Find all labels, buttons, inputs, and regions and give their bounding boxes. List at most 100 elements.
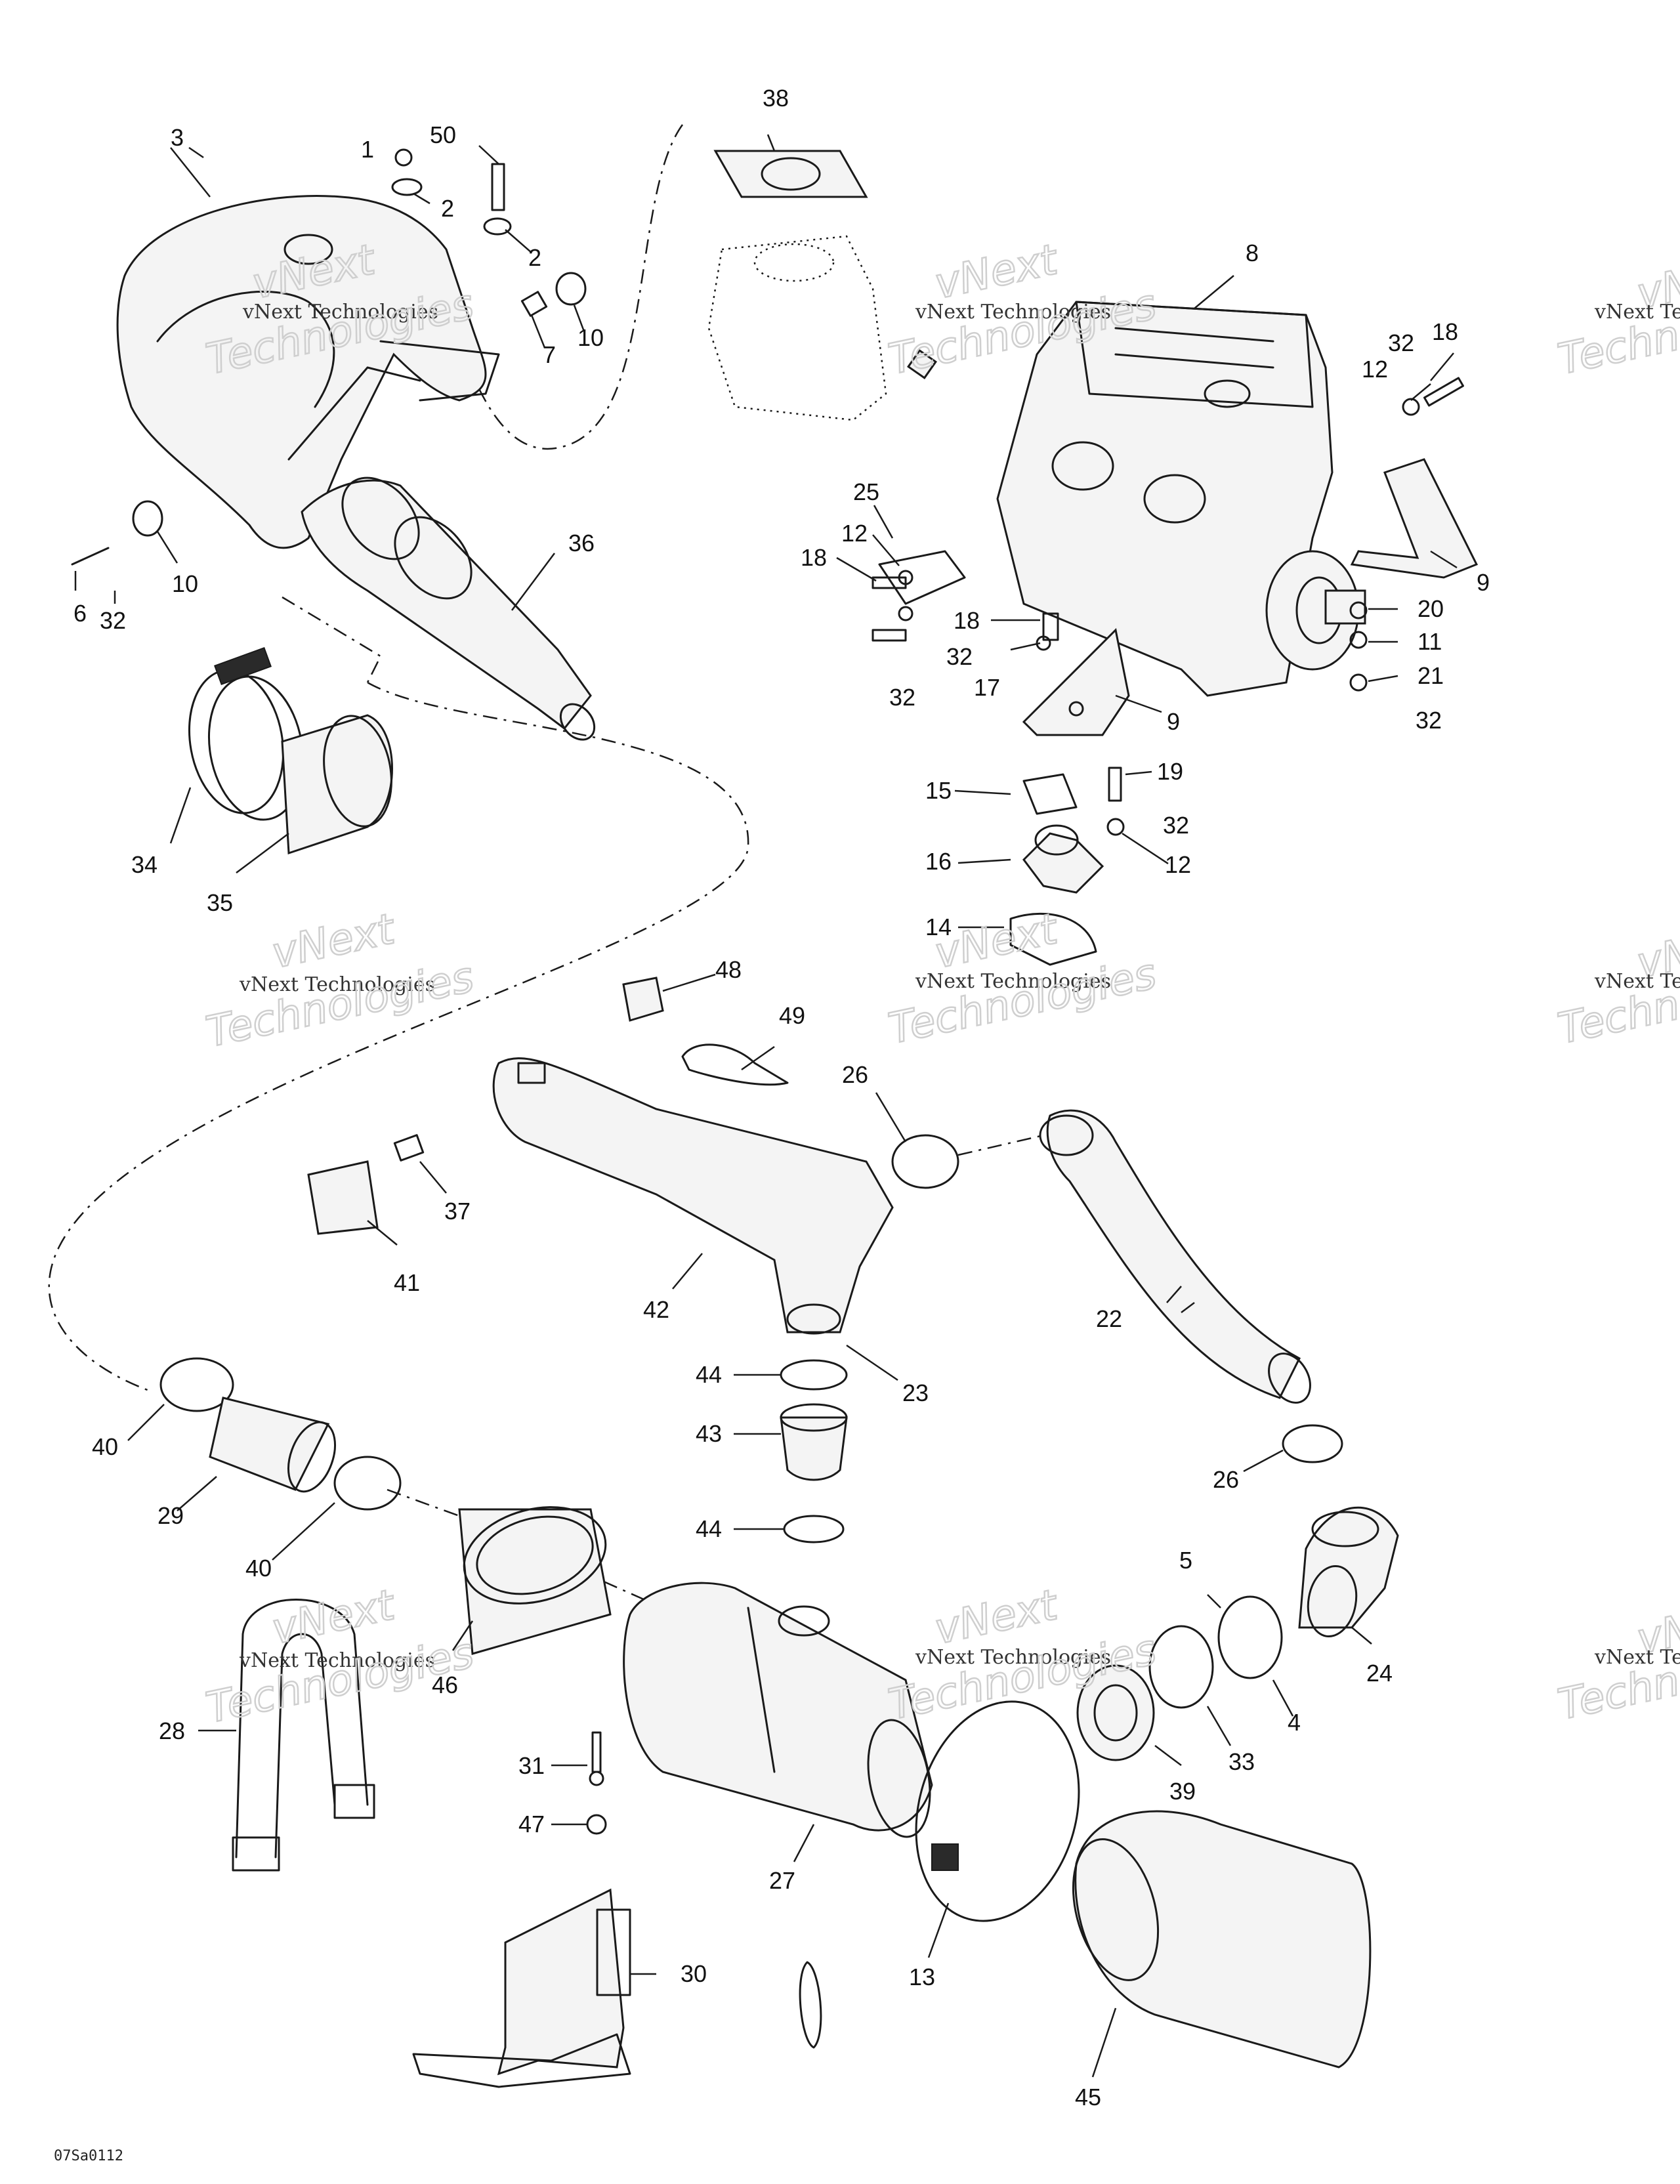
clamp-part-40-upper (159, 1357, 234, 1412)
callout-18a: 18 (1432, 318, 1458, 345)
callout-29: 29 (158, 1502, 184, 1529)
watermark-i-mid: vNext Technologies (1594, 1646, 1680, 1669)
callout-21: 21 (1418, 662, 1444, 689)
watermark-g-mid: vNext Technologies (239, 1649, 435, 1672)
callout-labels: 1 50 2 3 2 7 10 10 6 32 36 34 35 38 8 32… (74, 85, 1490, 2110)
callout-40b: 40 (245, 1555, 272, 1582)
strap-part-13 (915, 1700, 1080, 1922)
sleeve-part-43 (780, 1403, 848, 1481)
callout-39: 39 (1169, 1778, 1196, 1805)
callout-12c: 12 (1165, 851, 1191, 878)
callout-4: 4 (1288, 1709, 1301, 1736)
callout-28: 28 (159, 1717, 185, 1744)
bracket-part-41 (307, 1160, 379, 1235)
callout-32b: 32 (1388, 329, 1414, 356)
callout-6: 6 (74, 600, 87, 627)
routing-line-muffler (387, 1488, 460, 1517)
filter-part-45 (1072, 1810, 1372, 2068)
expansion-cone-part-36 (301, 476, 596, 741)
bracket-part-30 (412, 1888, 631, 2088)
coupler-part-46 (458, 1506, 612, 1655)
routing-line-left (48, 596, 749, 1393)
callout-24: 24 (1366, 1660, 1393, 1687)
elbow-part-24 (1298, 1506, 1399, 1638)
callout-2a: 2 (441, 195, 454, 222)
hose-part-22 (1039, 1109, 1311, 1404)
watermark-b-mid: vNext Technologies (915, 301, 1111, 324)
callout-38: 38 (763, 85, 789, 112)
callout-9a: 9 (1477, 569, 1490, 596)
callout-5: 5 (1179, 1547, 1192, 1574)
callout-20: 20 (1418, 595, 1444, 622)
callout-2b: 2 (528, 244, 541, 271)
callout-7: 7 (543, 341, 556, 368)
clamp-part-26-upper (891, 1134, 959, 1189)
callout-46: 46 (432, 1671, 458, 1698)
callout-23: 23 (902, 1379, 929, 1406)
watermark-h-top: vNext (931, 1581, 1063, 1654)
callout-27: 27 (769, 1867, 795, 1894)
water-pipe-part-42 (492, 1057, 894, 1335)
callout-44a: 44 (696, 1361, 722, 1388)
callout-35: 35 (207, 889, 233, 916)
callout-30: 30 (681, 1960, 707, 1987)
routing-line-inlet (603, 1580, 663, 1609)
exhaust-manifold-dotted (707, 235, 887, 421)
callout-32f: 32 (1163, 812, 1189, 839)
watermark-f-mid: vNext Technologies (1594, 970, 1680, 993)
engine-mount-part-9-rear (1350, 458, 1479, 579)
callout-32d: 32 (946, 643, 973, 670)
sleeve-part-29 (209, 1396, 336, 1493)
callout-26b: 26 (1213, 1466, 1239, 1493)
sleeve-part-35 (281, 714, 393, 855)
figure-id: 07Sa0112 (54, 2148, 123, 2164)
tie-part-bottom (799, 1961, 822, 2049)
clamp-part-44-upper (780, 1359, 848, 1391)
clamp-part-26-lower (1282, 1424, 1343, 1463)
watermark-c-mid: vNext Technologies (1594, 301, 1680, 324)
callout-32a: 32 (100, 607, 126, 634)
exhaust-pipe-part-3 (116, 195, 500, 549)
callout-18c: 18 (954, 607, 980, 634)
callout-9b: 9 (1167, 708, 1180, 735)
clamp-part-40-lower (333, 1456, 402, 1511)
routing-line-hose (957, 1134, 1044, 1156)
watermark-e-mid: vNext Technologies (915, 970, 1111, 993)
watermarks: vNext vNext Technologies Technologies vN… (201, 234, 1680, 1734)
callout-41: 41 (394, 1269, 420, 1296)
callout-48: 48 (715, 956, 742, 983)
callout-18b: 18 (801, 544, 827, 571)
callout-19: 19 (1157, 758, 1183, 785)
callout-26a: 26 (842, 1061, 868, 1088)
callout-10a: 10 (578, 324, 604, 351)
callout-13: 13 (909, 1964, 935, 1990)
callout-32e: 32 (889, 684, 915, 711)
callout-31: 31 (518, 1752, 545, 1779)
callout-33: 33 (1228, 1748, 1255, 1775)
watermark-d-mid: vNext Technologies (239, 973, 435, 996)
muffler-part-27 (623, 1582, 933, 1838)
watermark-h-mid: vNext Technologies (915, 1646, 1111, 1669)
callout-15: 15 (925, 777, 952, 804)
hardware-group (71, 148, 1464, 966)
watermark-b-top: vNext (931, 236, 1063, 309)
washer-part-47 (586, 1814, 607, 1835)
callout-11: 11 (1418, 628, 1442, 655)
callout-42: 42 (643, 1296, 669, 1323)
callout-36: 36 (568, 530, 595, 556)
watermark-g-top: vNext (268, 1581, 400, 1654)
engine-part-8 (996, 301, 1366, 697)
callout-43: 43 (696, 1420, 722, 1447)
bolt-part-31 (589, 1731, 604, 1786)
callout-1: 1 (361, 136, 374, 163)
callout-12a: 12 (1362, 356, 1388, 383)
gasket-part-38 (713, 150, 868, 198)
callout-44b: 44 (696, 1515, 722, 1542)
clamp-part-44-lower (783, 1515, 845, 1544)
callout-37: 37 (444, 1198, 471, 1225)
callout-12b: 12 (841, 520, 868, 547)
fitting-part-37 (393, 1134, 425, 1162)
tie-part-49 (681, 1043, 789, 1086)
callout-14: 14 (925, 914, 952, 940)
